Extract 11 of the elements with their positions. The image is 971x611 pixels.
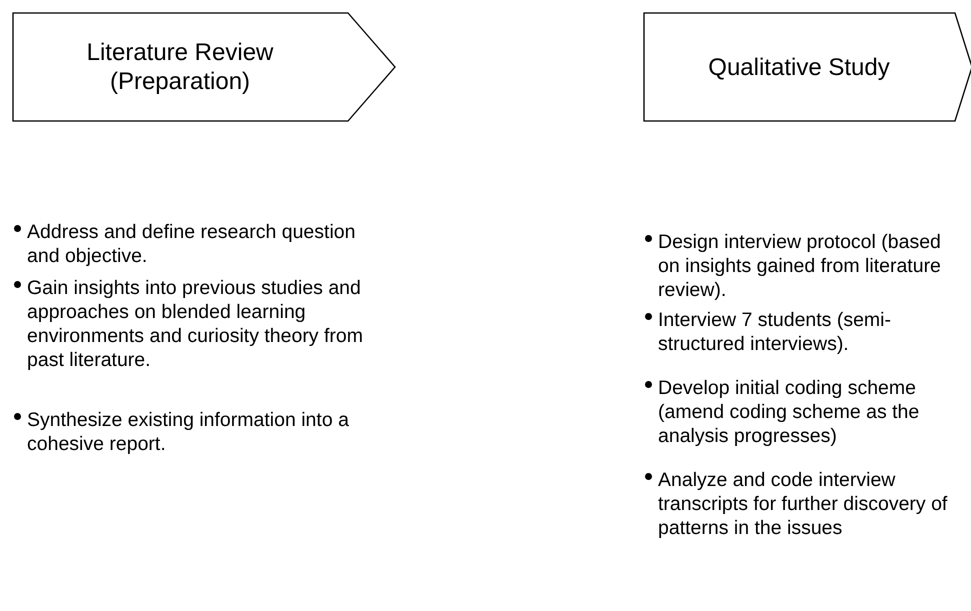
bullet-text: Synthesize existing information into a cohesive report.: [27, 408, 350, 456]
bullet-text: Gain insights into previous studies and approaches on blended learning environments and curiosity theory from past literature.: [27, 276, 364, 372]
chevron-shape: [643, 12, 971, 122]
bullet-text: Design interview protocol (based on insights gained from literature review).: [658, 230, 942, 302]
bullet-text: Interview 7 students (semi-structured interviews).: [658, 308, 892, 356]
bullet-text: Develop initial coding scheme (amend coding scheme as the analysis progresses): [658, 376, 920, 448]
bullet-text: Address and define research question and objective.: [27, 220, 356, 268]
bullet-text: Analyze and code interview transcripts for further discovery of patterns in the issues: [658, 468, 948, 540]
chevron-shape: [12, 12, 396, 122]
stage-title: Literature Review (Preparation): [86, 38, 274, 96]
stage-title: Qualitative Study: [707, 52, 891, 82]
